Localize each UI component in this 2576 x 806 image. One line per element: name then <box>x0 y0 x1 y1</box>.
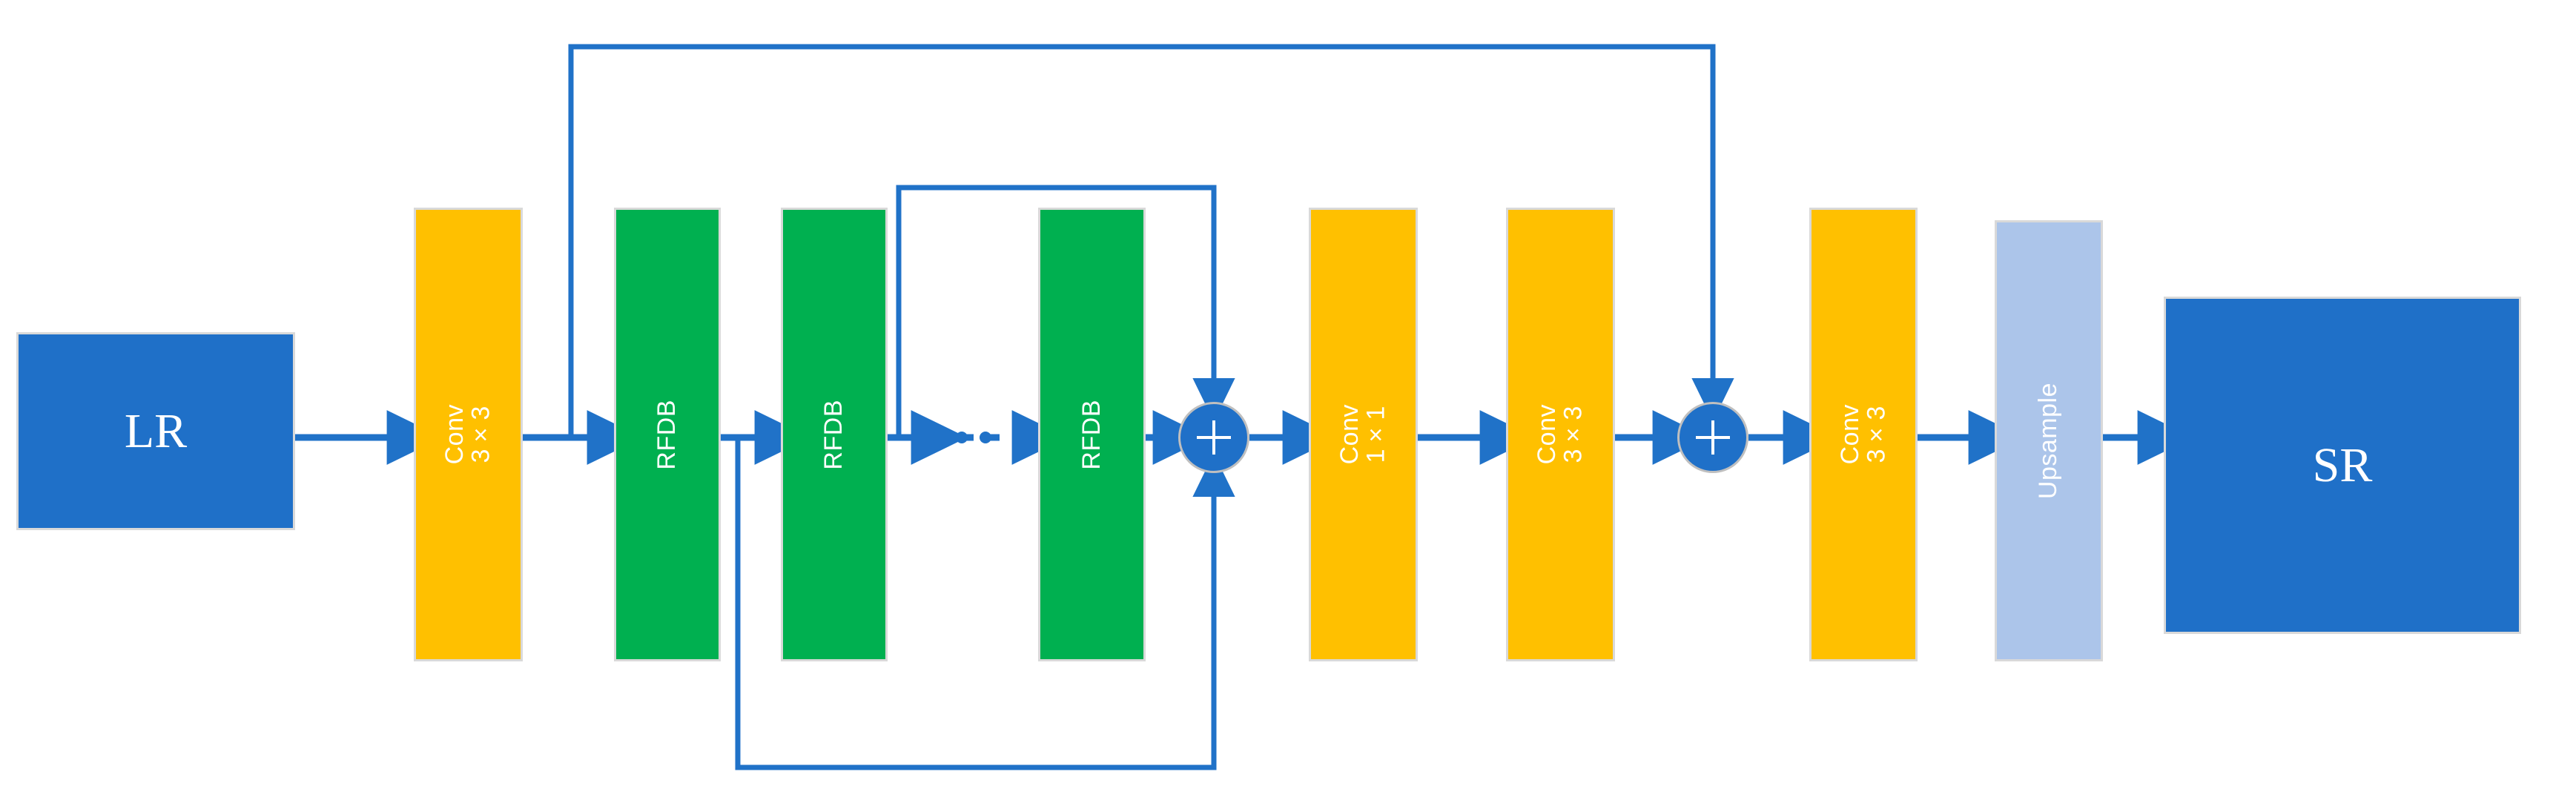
wire-skip-mid <box>896 185 1235 437</box>
block-lr[interactable]: LR <box>16 332 295 530</box>
block-sr[interactable]: SR <box>2164 297 2521 634</box>
block-upsample[interactable]: Upsample <box>1995 220 2103 661</box>
operator-add-1[interactable] <box>1178 402 1249 473</box>
plus-icon <box>1696 420 1730 455</box>
block-upsample-label: Upsample <box>2034 382 2063 500</box>
block-rfdb-2[interactable]: RFDB <box>781 208 888 661</box>
block-rfdb-n[interactable]: RFDB <box>1038 208 1146 661</box>
block-sr-label: SR <box>2312 437 2373 492</box>
wire-skip-low <box>735 437 1235 770</box>
block-rfdb-1[interactable]: RFDB <box>614 208 721 661</box>
block-rfdb-n-label: RFDB <box>1077 399 1106 470</box>
block-rfdb-1-label: RFDB <box>653 399 681 470</box>
ellipsis-dots <box>932 432 991 443</box>
operator-add-2[interactable] <box>1677 402 1748 473</box>
wire-skip-global <box>568 44 1734 437</box>
plus-icon <box>1197 420 1231 455</box>
block-rfdb-2-label: RFDB <box>819 399 848 470</box>
block-lr-label: LR <box>124 403 188 458</box>
